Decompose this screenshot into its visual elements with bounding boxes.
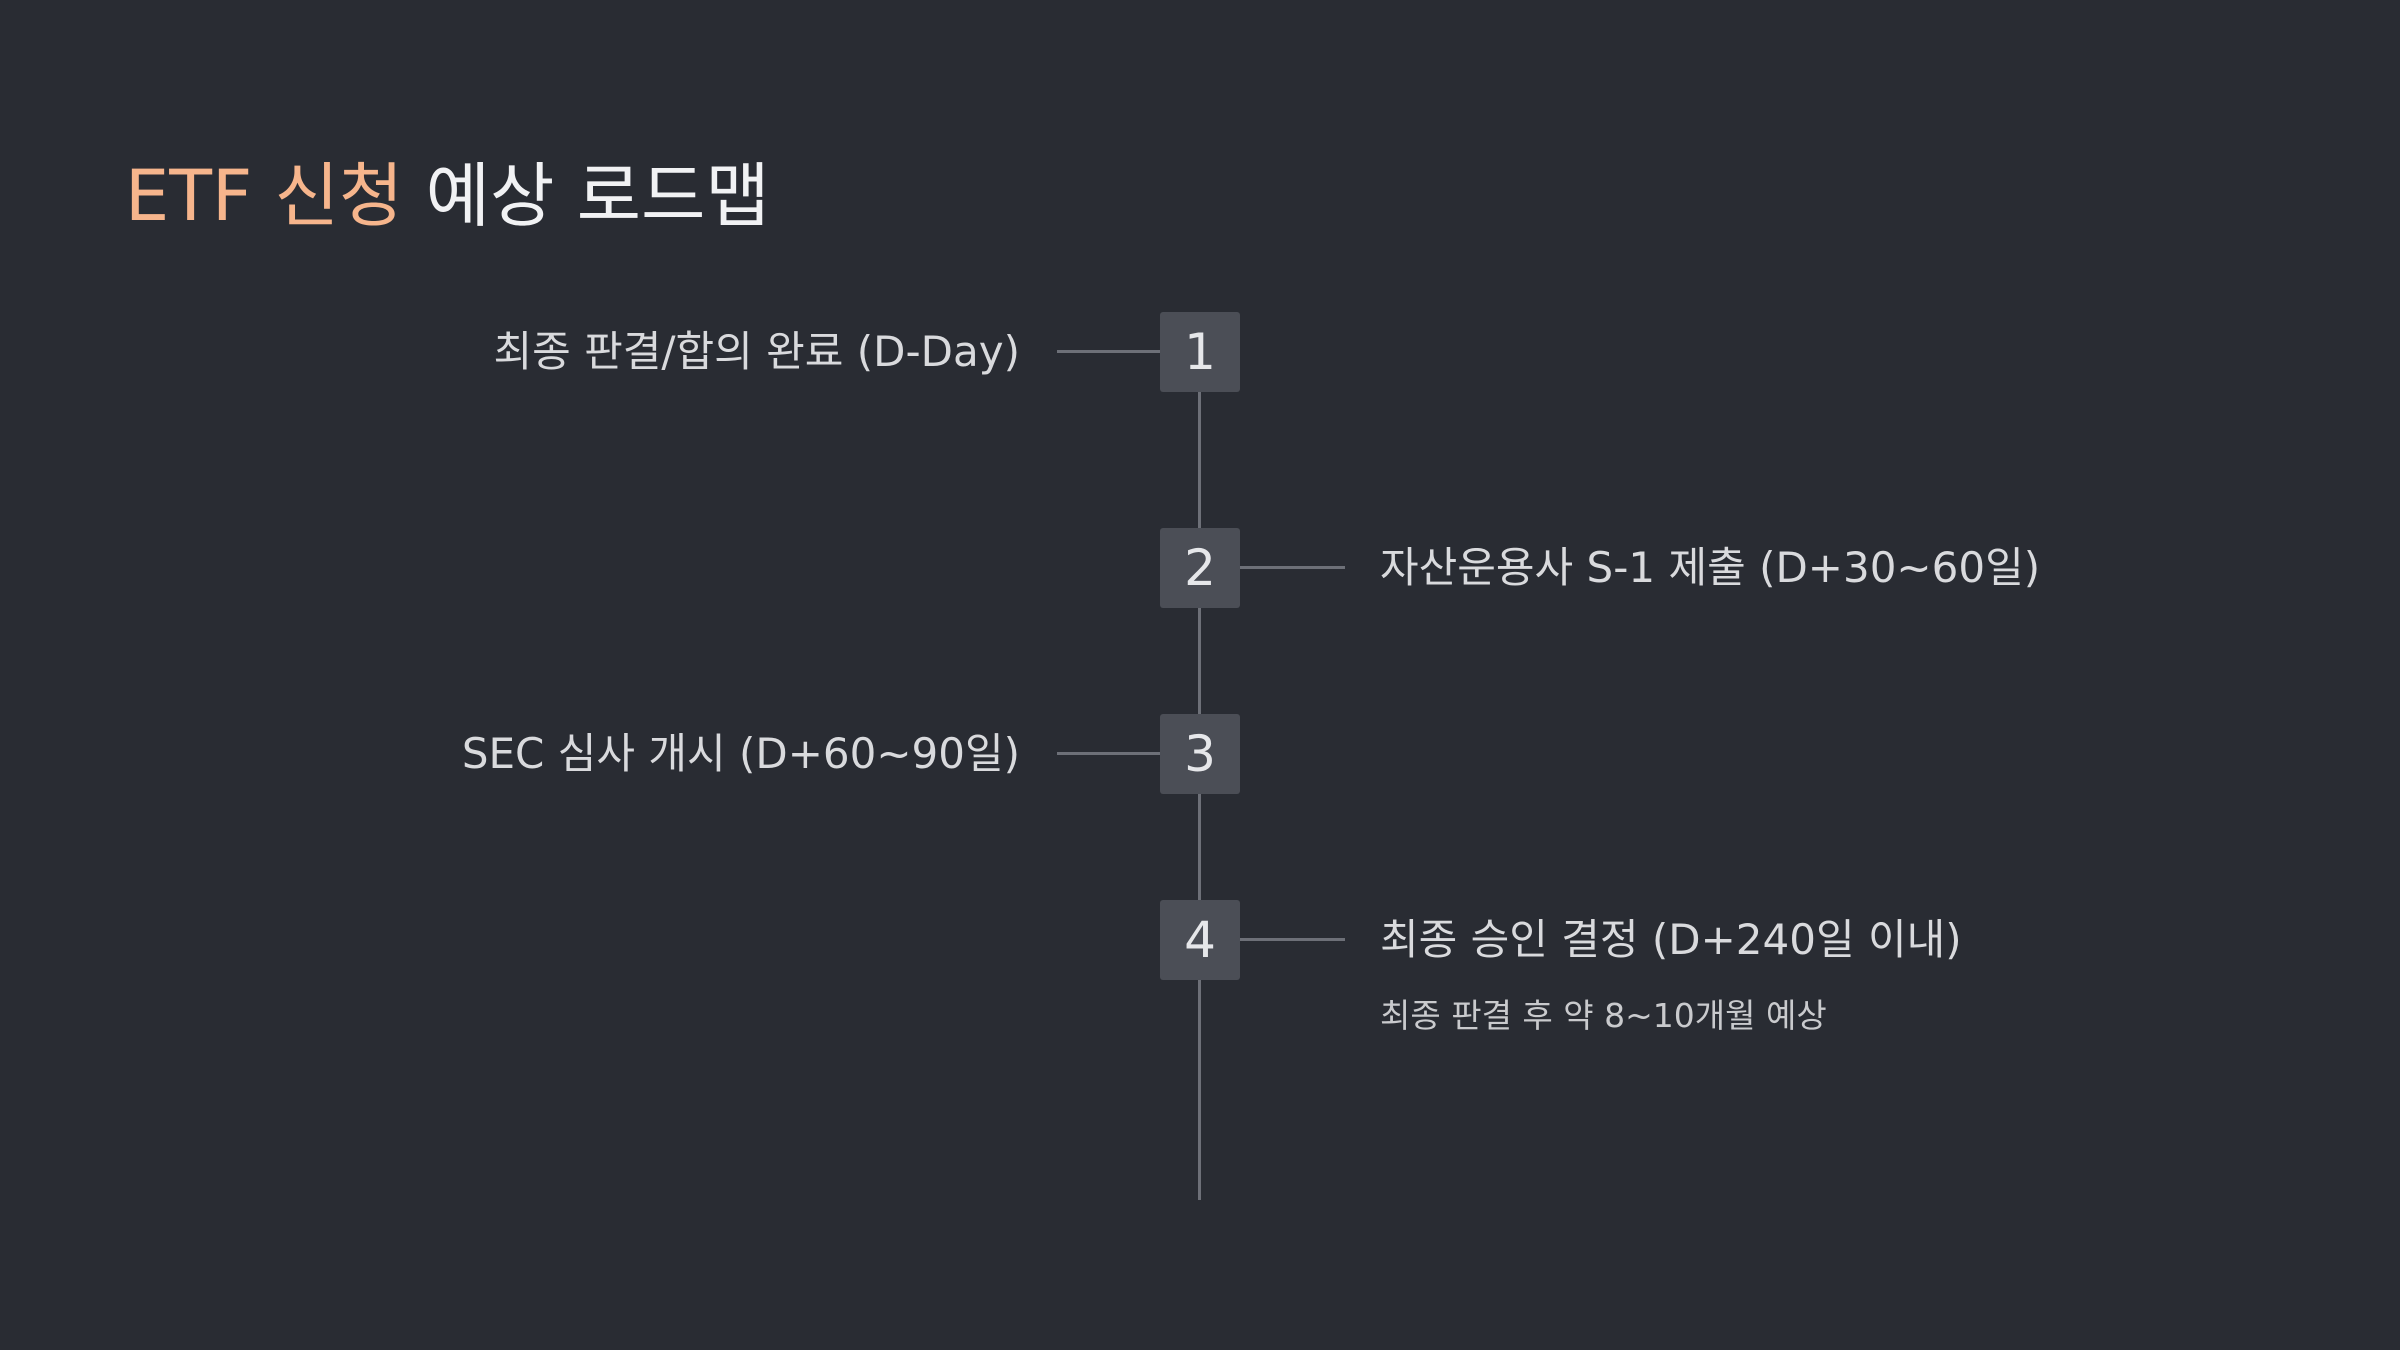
step-1-label: 최종 판결/합의 완료 (D-Day) bbox=[493, 327, 1020, 376]
connector-step-4 bbox=[1240, 938, 1345, 941]
step-4-label: 최종 승인 결정 (D+240일 이내) bbox=[1380, 915, 1962, 964]
connector-step-3 bbox=[1057, 752, 1160, 755]
step-1-number-box: 1 bbox=[1160, 312, 1240, 392]
step-2-number-box: 2 bbox=[1160, 528, 1240, 608]
timeline-axis bbox=[1198, 392, 1201, 1200]
title-rest: 예상 로드맵 bbox=[403, 155, 770, 237]
connector-step-1 bbox=[1057, 350, 1160, 353]
step-3-number-box: 3 bbox=[1160, 714, 1240, 794]
step-2-label: 자산운용사 S-1 제출 (D+30~60일) bbox=[1380, 543, 2041, 592]
step-3-label: SEC 심사 개시 (D+60~90일) bbox=[461, 729, 1020, 778]
step-4-sublabel: 최종 판결 후 약 8~10개월 예상 bbox=[1380, 996, 1827, 1035]
title-accent: ETF 신청 bbox=[125, 155, 404, 237]
step-4-number-box: 4 bbox=[1160, 900, 1240, 980]
connector-step-2 bbox=[1240, 566, 1345, 569]
page-title: ETF 신청 예상 로드맵 bbox=[125, 148, 770, 244]
